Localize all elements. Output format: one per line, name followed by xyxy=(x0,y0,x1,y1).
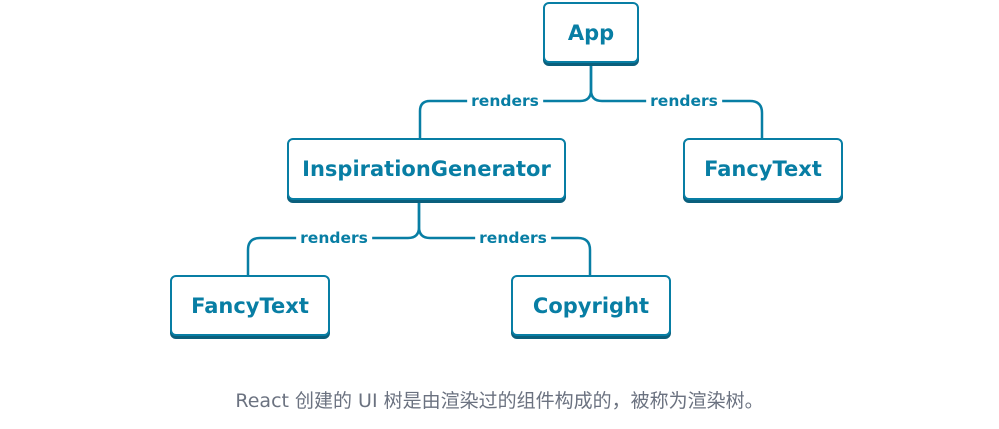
edge-label-app-to-fancy-text: renders xyxy=(646,92,722,110)
node-app: App xyxy=(543,2,639,63)
edge-label-app-to-inspiration-generator: renders xyxy=(467,92,543,110)
edge-label-inspiration-generator-to-fancy-text: renders xyxy=(296,229,372,247)
edge-label-inspiration-generator-to-copyright: renders xyxy=(475,229,551,247)
node-copyright: Copyright xyxy=(511,275,671,336)
node-fancy-text-right: FancyText xyxy=(683,138,843,200)
node-inspiration-generator: InspirationGenerator xyxy=(287,138,566,200)
node-fancy-text-left: FancyText xyxy=(170,275,330,336)
diagram-caption: React 创建的 UI 树是由渲染过的组件构成的，被称为渲染树。 xyxy=(235,390,764,412)
